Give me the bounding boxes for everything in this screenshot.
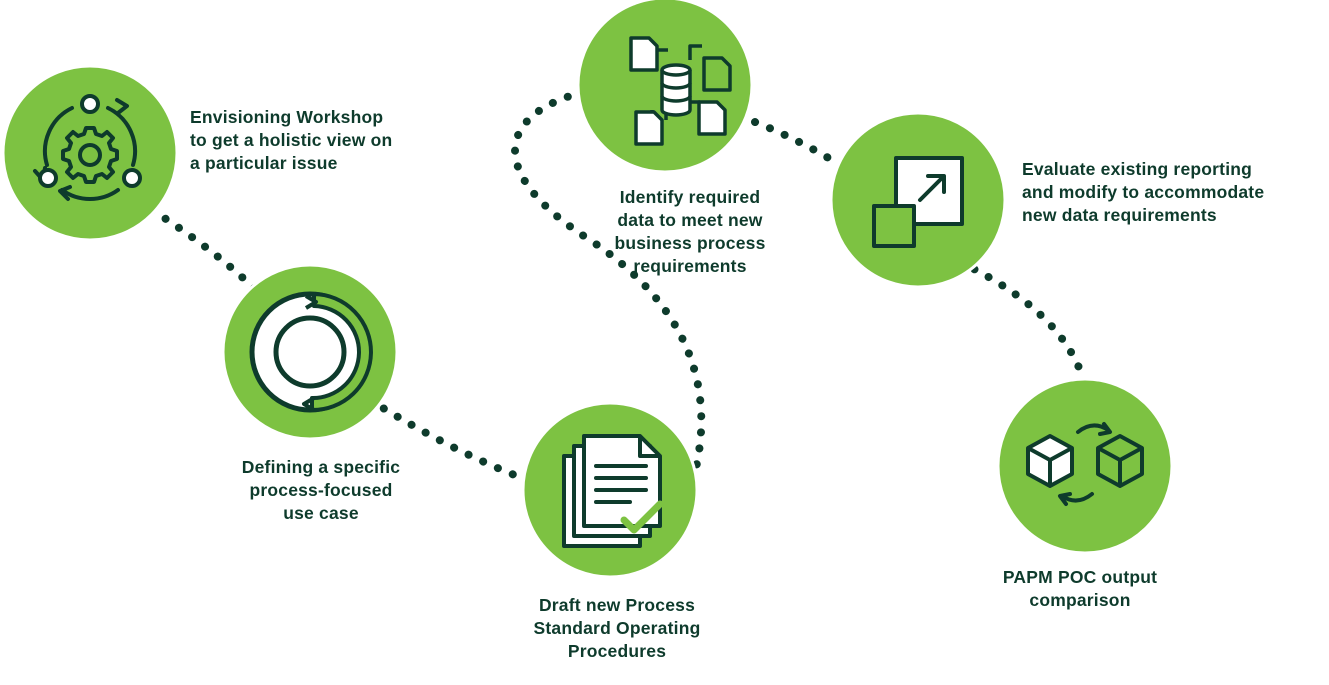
- circular-arrows-icon: [249, 291, 373, 413]
- step-4-label: Identify required data to meet new busin…: [614, 187, 766, 276]
- step-6-label: PAPM POC output comparison: [1002, 567, 1158, 610]
- step-3-node: [521, 401, 699, 579]
- database-documents-icon: [629, 36, 732, 146]
- scale-up-squares-icon: [872, 156, 964, 248]
- step-1-node: [1, 64, 179, 242]
- step-6-node: [996, 377, 1174, 555]
- connector-1-2: [148, 206, 262, 296]
- boxes-exchange-icon: [1026, 422, 1144, 506]
- step-2-node: [221, 263, 399, 441]
- connector-3-4: [511, 86, 706, 484]
- step-5-node: [829, 111, 1007, 289]
- step-5-label: Evaluate existing reporting and modify t…: [1022, 159, 1265, 225]
- connector-5-6: [956, 258, 1087, 382]
- connector-4-5: [751, 118, 844, 169]
- step-2-label: Defining a specific process-focused use …: [241, 457, 401, 523]
- cycle-gear-icon: [33, 94, 142, 201]
- step-1-label: Envisioning Workshop to get a holistic v…: [190, 107, 393, 173]
- step-3-label: Draft new Process Standard Operating Pro…: [533, 595, 701, 661]
- step-4-node: [576, 0, 754, 174]
- document-check-icon: [562, 434, 664, 548]
